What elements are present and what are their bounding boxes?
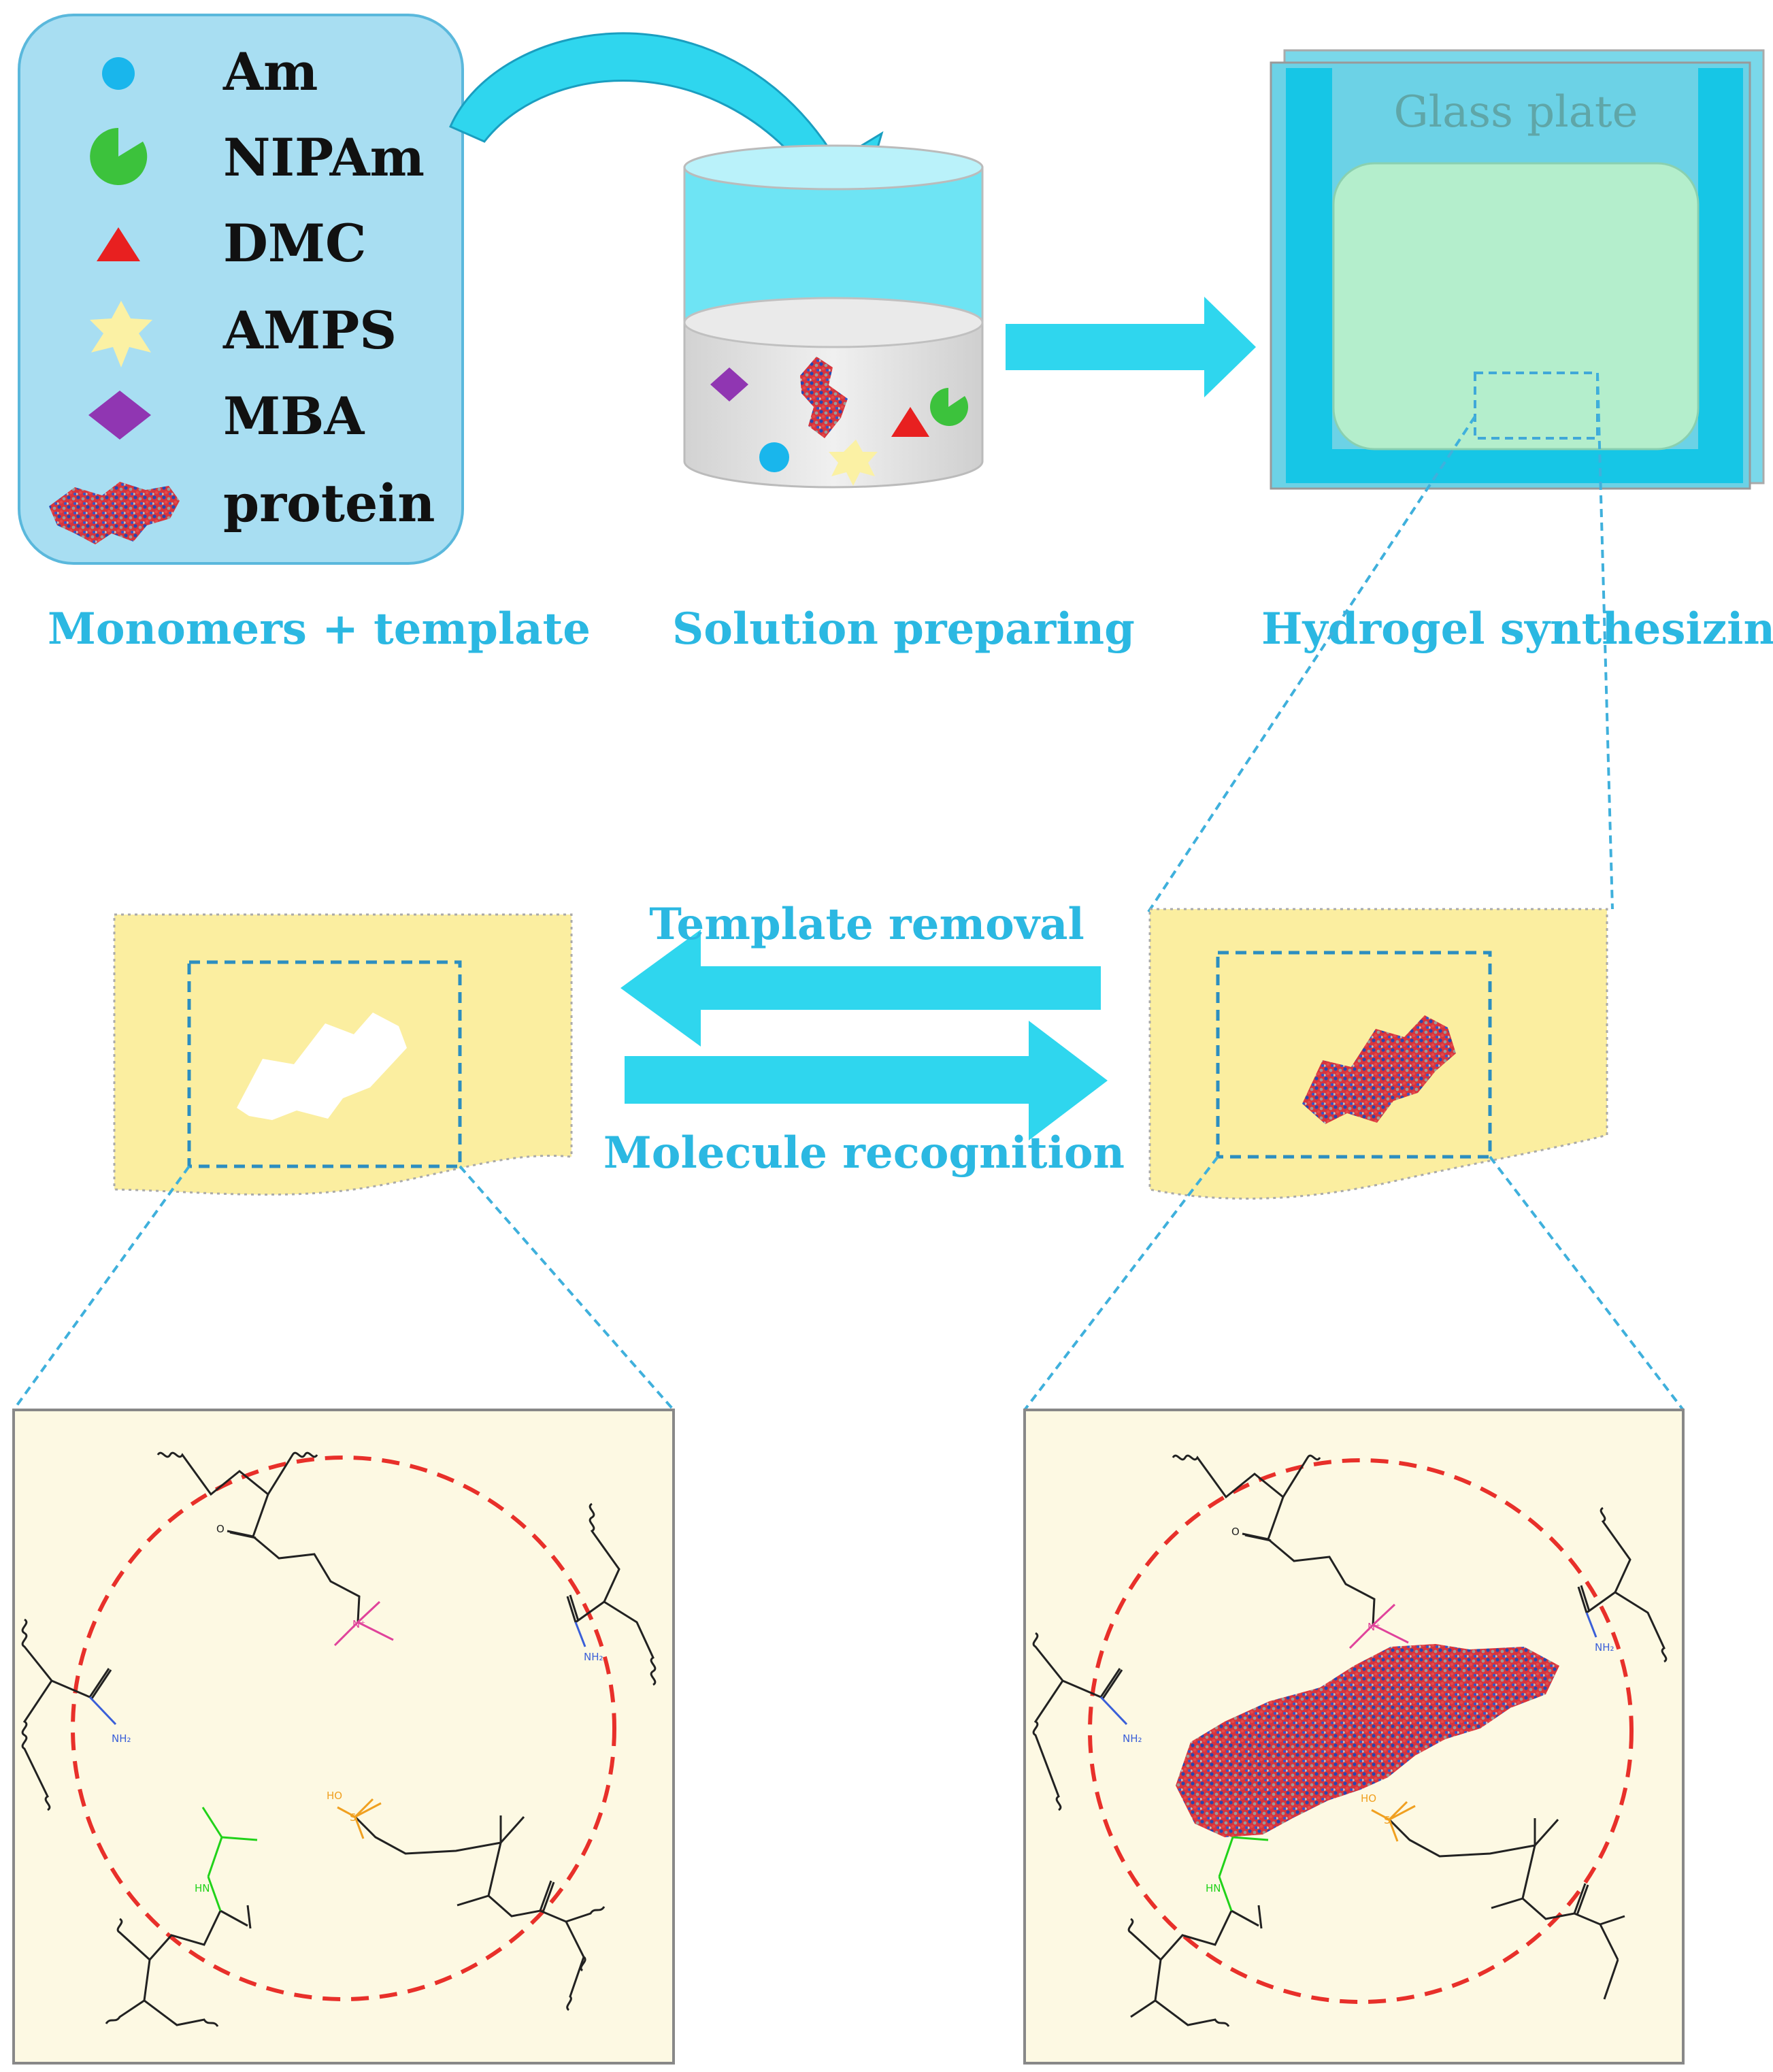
zoom-box-right: [1216, 951, 1492, 1159]
star-icon: [90, 301, 152, 367]
polymer-network-left: [21, 1451, 657, 2027]
zoom-box-left: [187, 960, 462, 1168]
zoom-line-br-left: [1023, 1155, 1219, 1411]
mold-spacer-u: [1286, 68, 1743, 483]
amps-particle: [829, 440, 878, 486]
curved-arrow-into-beaker: [449, 32, 884, 225]
zoom-line-bl-left: [12, 1165, 190, 1411]
chem-labels-right: O N⁺ NH₂ NH₂ HN HO S: [1123, 1526, 1614, 1894]
glass-plate-mold: Glass plate: [1270, 49, 1765, 490]
protein-icon: [49, 482, 180, 544]
pacman-icon: [90, 128, 148, 185]
chem-o: O: [1231, 1526, 1240, 1538]
solution-surface: [683, 297, 984, 348]
legend-label-dmc: DMC: [223, 213, 367, 274]
chem-nh2: NH₂: [1123, 1732, 1142, 1745]
legend-label-protein: protein: [223, 473, 435, 533]
zoom-line-br-right: [1489, 1155, 1685, 1411]
stage-label-hydrogel: Hydrogel synthesizing: [1261, 604, 1773, 655]
legend-label-mba: MBA: [223, 386, 365, 446]
stage-label-solution: Solution preparing: [672, 604, 1135, 655]
legend-box: Am NIPAm DMC AMPS MBA protein: [18, 14, 464, 565]
cavity-detail-panel: O N⁺ NH₂ NH₂ HN HO S: [12, 1409, 675, 2065]
circle-icon: [102, 57, 135, 90]
chem-nh2: NH₂: [112, 1732, 131, 1745]
beaker-rim: [683, 144, 984, 191]
chem-s: S: [1384, 1814, 1391, 1826]
chem-nh2: NH₂: [584, 1651, 603, 1663]
glass-plate-label: Glass plate: [1394, 87, 1638, 137]
bound-protein: [1302, 1015, 1456, 1124]
chem-ho: HO: [1361, 1792, 1376, 1805]
chem-n-plus: N⁺: [1368, 1621, 1380, 1633]
triangle-icon: [97, 227, 140, 261]
chem-n-plus: N⁺: [352, 1618, 365, 1630]
chem-hn: HN: [1206, 1882, 1221, 1894]
dmc-particle: [891, 407, 929, 437]
zoom-line-left: [1147, 415, 1476, 913]
legend-label-nipam: NIPAm: [223, 127, 425, 188]
bound-protein-detail: [1176, 1644, 1559, 1837]
gel-sample-bound: [1148, 908, 1608, 1200]
legend-label-amps: AMPS: [222, 300, 397, 361]
arrow-template-removal: [620, 930, 1101, 1047]
panel-left-bg: [12, 1409, 675, 2065]
zoom-line-right: [1596, 372, 1614, 910]
recognition-site-circle-right: [1088, 1458, 1634, 2004]
chem-s: S: [350, 1811, 357, 1824]
mba-particle: [710, 367, 748, 401]
chem-o: O: [216, 1523, 225, 1535]
arrow-molecule-recognition: [625, 1021, 1108, 1140]
recognition-site-circle-left: [71, 1456, 616, 2001]
gel-sample-imprinted: [113, 913, 573, 1196]
imprinted-cavity: [237, 1013, 407, 1120]
label-molecule-recognition: Molecule recognition: [603, 1128, 1125, 1179]
nipam-particle: [930, 388, 969, 426]
legend-label-am: Am: [222, 42, 318, 102]
bound-detail-panel: O N⁺ NH₂ NH₂ HN HO S: [1023, 1409, 1685, 2065]
chem-nh2: NH₂: [1595, 1641, 1614, 1654]
zoom-line-bl-right: [459, 1165, 675, 1411]
protein-particle: [800, 357, 848, 438]
hydrogel-sheet: [1332, 162, 1700, 450]
label-template-removal: Template removal: [649, 899, 1084, 950]
chem-ho: HO: [327, 1790, 342, 1802]
stage-label-monomers: Monomers + template: [48, 604, 591, 655]
beaker: [683, 144, 984, 489]
diamond-icon: [88, 391, 151, 440]
chem-hn: HN: [195, 1882, 210, 1894]
am-particle: [759, 442, 789, 472]
arrow-to-glass-plate: [1006, 297, 1256, 397]
chem-labels-left: O N⁺ NH₂ NH₂ HN HO S: [112, 1523, 603, 1894]
